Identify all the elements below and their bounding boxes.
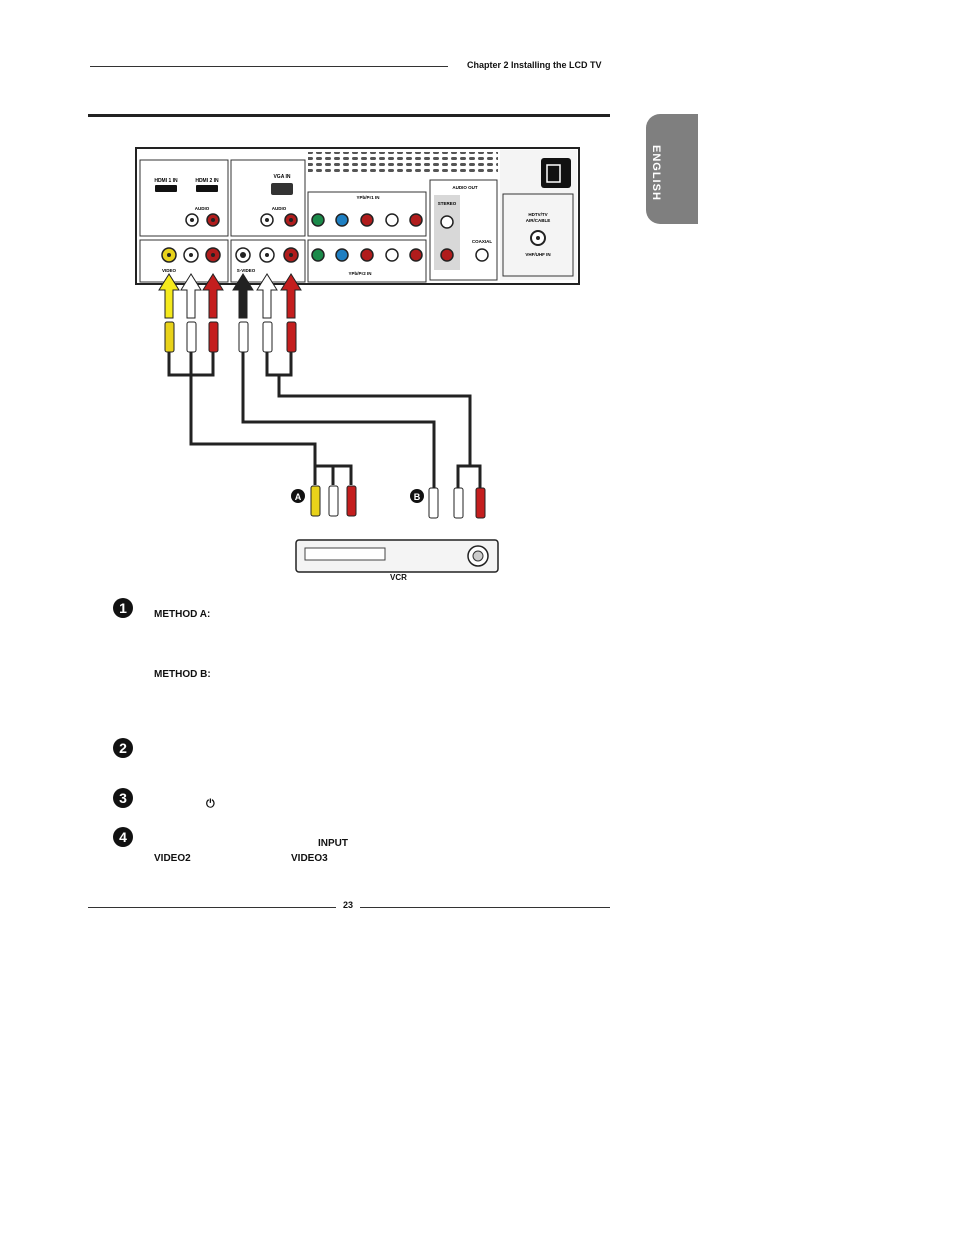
input-label: INPUT: [318, 838, 348, 849]
section-rule: [88, 114, 610, 117]
language-tab-label: ENGLISH: [650, 145, 662, 201]
video2-label: VIDEO2: [154, 853, 191, 864]
hdmi2-port-icon: [196, 185, 218, 192]
chapter-title: Chapter 2 Installing the LCD TV: [467, 60, 602, 70]
step-4-number: 4: [113, 827, 133, 847]
svg-text:S-VIDEO: S-VIDEO: [237, 268, 256, 273]
hdmi2-label: HDMI 2 IN: [195, 178, 219, 184]
svg-text:B: B: [414, 492, 421, 502]
svg-text:VIDEO: VIDEO: [162, 268, 177, 273]
step-2-number: 2: [113, 738, 133, 758]
svideo-arrow: [232, 273, 254, 319]
method-b-label: METHOD B:: [154, 669, 211, 680]
header-rule: [90, 66, 448, 67]
method-a-marker: [291, 489, 305, 503]
page-number: 23: [343, 900, 354, 910]
connection-diagram: HDMI 1 IN HDMI 2 IN AUDIO VGA IN AUDIO Y…: [135, 147, 580, 573]
vga-label: VGA IN: [273, 174, 290, 180]
svg-text:AUDIO: AUDIO: [272, 206, 287, 211]
power-icon: ⏻: [206, 798, 215, 810]
vent-grille: [308, 152, 498, 174]
svg-text:YPb/Pr1 IN: YPb/Pr1 IN: [356, 195, 379, 200]
footer-rule-left: [88, 907, 336, 908]
svg-text:COAXIAL: COAXIAL: [472, 239, 493, 244]
video3-label: VIDEO3: [291, 853, 328, 864]
svg-text:A: A: [295, 492, 302, 502]
svg-text:AIR/CABLE: AIR/CABLE: [526, 218, 551, 223]
step-1-number: 1: [113, 598, 133, 618]
method-a-label: METHOD A:: [154, 609, 211, 620]
vga-port-icon: [271, 183, 293, 195]
svg-text:AUDIO: AUDIO: [195, 206, 210, 211]
hdmi1-label: HDMI 1 IN: [154, 178, 178, 184]
vcr-label: VCR: [390, 573, 407, 582]
svg-text:AUDIO OUT: AUDIO OUT: [452, 185, 478, 190]
language-tab: [646, 114, 698, 224]
audio-l-arrow: [180, 273, 202, 319]
svg-text:HDTV/TV: HDTV/TV: [528, 212, 547, 217]
video-arrow: [158, 273, 180, 319]
footer-rule-right: [360, 907, 610, 908]
svg-text:VHF/UHF IN: VHF/UHF IN: [525, 252, 550, 257]
svg-text:STEREO: STEREO: [438, 201, 457, 206]
step-3-number: 3: [113, 788, 133, 808]
audio-r-arrow: [202, 273, 224, 319]
power-socket-icon: [541, 158, 571, 188]
hdmi1-port-icon: [155, 185, 177, 192]
method-b-marker: [410, 489, 424, 503]
svg-text:YPb/Pr2 IN: YPb/Pr2 IN: [348, 271, 371, 276]
